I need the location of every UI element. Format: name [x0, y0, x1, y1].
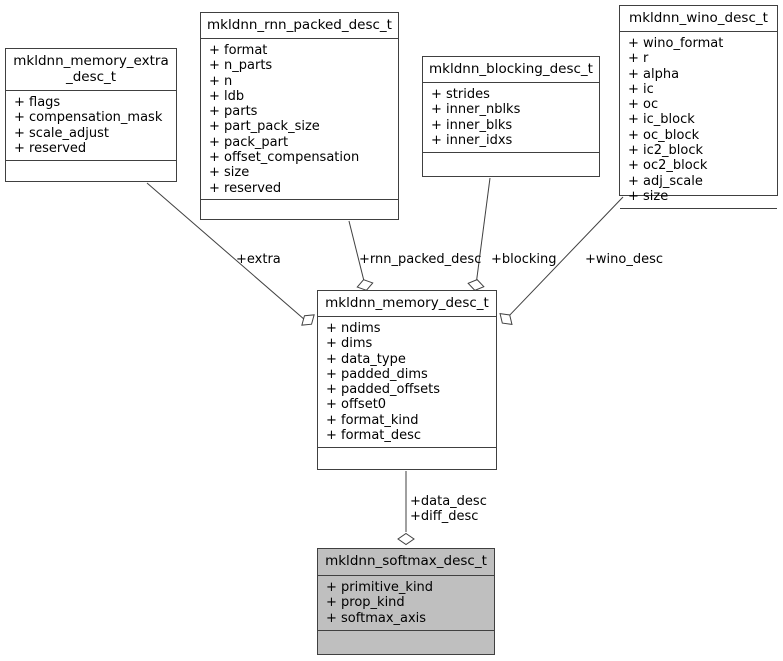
uml-class-blocking[interactable]: mkldnn_blocking_desc_t+ strides+ inner_n… [422, 56, 600, 177]
aggregation-diamond-extra [301, 314, 315, 326]
uml-attribute: + part_pack_size [209, 119, 320, 135]
uml-attribute: + inner_idxs [431, 132, 513, 148]
uml-class-attributes: + flags+ compensation_mask+ scale_adjust… [6, 91, 176, 161]
uml-class-methods [201, 200, 398, 222]
uml-attribute: + oc_block [628, 127, 700, 143]
uml-class-attributes: + wino_format+ r+ alpha+ ic+ oc+ ic_bloc… [620, 32, 777, 209]
uml-attribute: + inner_blks [431, 117, 513, 133]
uml-class-softmax[interactable]: mkldnn_softmax_desc_t+ primitive_kind+ p… [317, 548, 495, 655]
uml-attribute: + ndims [326, 321, 381, 336]
uml-class-title: mkldnn_memory_extra _desc_t [6, 49, 176, 91]
aggregation-diamond-data_diff_desc [397, 532, 415, 546]
uml-attribute: + r [628, 51, 649, 67]
uml-attribute: + offset_compensation [209, 150, 360, 166]
uml-attribute: + scale_adjust [14, 125, 109, 141]
uml-class-methods [423, 153, 599, 176]
edge-label-rnn_packed_desc: +rnn_packed_desc [359, 252, 482, 267]
uml-attribute: + size [628, 188, 669, 204]
uml-attribute: + ldb [209, 88, 245, 104]
uml-class-memory_desc[interactable]: mkldnn_memory_desc_t+ ndims+ dims+ data_… [317, 290, 497, 470]
uml-attribute: + format_kind [326, 412, 419, 428]
uml-attribute: + strides [431, 87, 490, 102]
uml-attribute: + format [209, 43, 268, 58]
uml-class-memory_extra[interactable]: mkldnn_memory_extra _desc_t+ flags+ comp… [5, 48, 177, 182]
uml-class-title: mkldnn_wino_desc_t [620, 6, 777, 32]
uml-attribute: + reserved [209, 180, 282, 196]
uml-class-rnn_packed[interactable]: mkldnn_rnn_packed_desc_t+ format+ n_part… [200, 12, 399, 220]
uml-attribute: + ic [628, 81, 654, 97]
uml-attribute: + format_desc [326, 428, 422, 444]
uml-attribute: + adj_scale [628, 173, 703, 189]
uml-attribute: + primitive_kind [326, 580, 434, 595]
uml-attribute: + inner_nblks [431, 102, 521, 118]
uml-class-methods [620, 209, 777, 231]
edge-line-blocking [475, 177, 491, 286]
uml-attribute: + padded_offsets [326, 382, 441, 398]
uml-attribute: + oc2_block [628, 158, 708, 174]
edge-label-extra: +extra [236, 252, 281, 267]
uml-attribute: + offset0 [326, 397, 387, 413]
edge-label-wino_desc: +wino_desc [585, 252, 663, 267]
uml-class-attributes: + primitive_kind+ prop_kind+ softmax_axi… [318, 576, 494, 631]
aggregation-diamond-wino_desc [499, 313, 513, 325]
edge-label-blocking: +blocking [491, 252, 557, 267]
edge-label-data_diff_desc: +data_desc +diff_desc [410, 494, 487, 524]
uml-class-methods [6, 161, 176, 183]
uml-attribute: + pack_part [209, 134, 289, 150]
uml-attribute: + alpha [628, 66, 680, 82]
uml-attribute: + reserved [14, 140, 87, 156]
uml-attribute: + ic_block [628, 112, 695, 128]
uml-class-title: mkldnn_rnn_packed_desc_t [201, 13, 398, 39]
uml-class-wino[interactable]: mkldnn_wino_desc_t+ wino_format+ r+ alph… [619, 5, 778, 209]
uml-attribute: + data_type [326, 351, 406, 367]
uml-attribute: + padded_dims [326, 366, 428, 382]
uml-class-title: mkldnn_blocking_desc_t [423, 57, 599, 83]
uml-class-attributes: + strides+ inner_nblks+ inner_blks+ inne… [423, 83, 599, 153]
uml-attribute: + dims [326, 336, 373, 352]
uml-attribute: + wino_format [628, 36, 724, 51]
uml-attribute: + compensation_mask [14, 110, 163, 126]
uml-class-attributes: + format+ n_parts+ n+ ldb+ parts+ part_p… [201, 39, 398, 200]
uml-class-methods [318, 631, 494, 654]
uml-attribute: + n_parts [209, 58, 273, 74]
uml-class-title: mkldnn_memory_desc_t [318, 291, 496, 317]
uml-class-methods [318, 448, 496, 470]
uml-attribute: + ic2_block [628, 143, 704, 159]
uml-class-title: mkldnn_softmax_desc_t [318, 549, 494, 576]
uml-class-attributes: + ndims+ dims+ data_type+ padded_dims+ p… [318, 317, 496, 448]
uml-attribute: + parts [209, 104, 258, 120]
uml-attribute: + oc [628, 97, 659, 113]
uml-attribute: + softmax_axis [326, 610, 427, 626]
uml-attribute: + prop_kind [326, 595, 405, 611]
uml-attribute: + n [209, 73, 233, 89]
uml-attribute: + flags [14, 95, 61, 110]
uml-attribute: + size [209, 165, 250, 181]
